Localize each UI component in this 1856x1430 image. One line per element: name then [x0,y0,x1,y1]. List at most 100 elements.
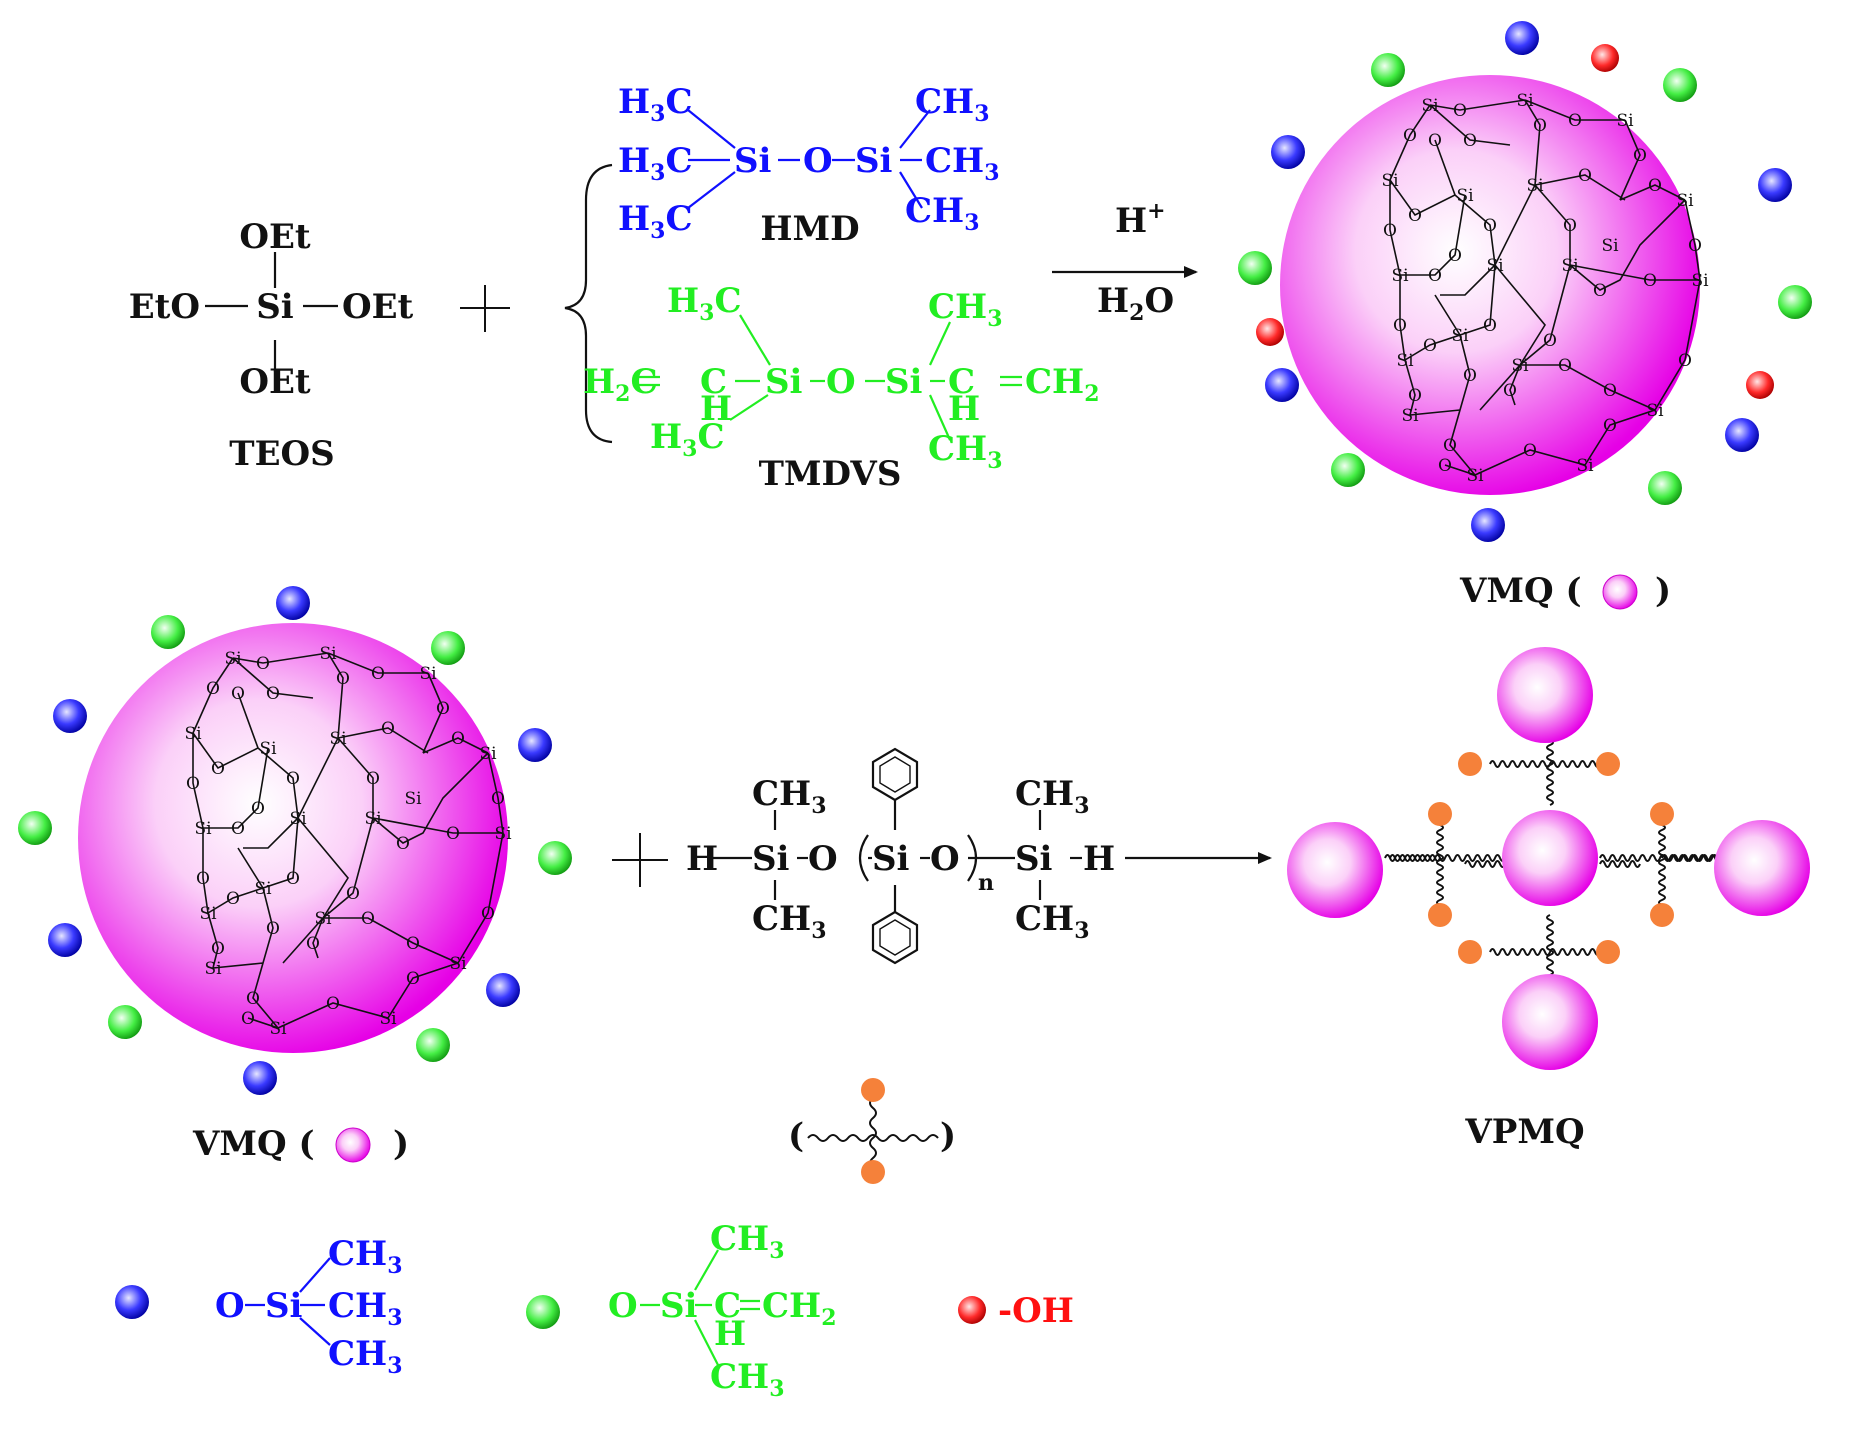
vpmq-node-7 [1650,903,1674,927]
legend-green-sub-2: 2 [821,1305,836,1331]
bottom-network-si-11: Si [199,904,217,924]
legend-green-c: C [714,1286,741,1326]
bottom-network-o-27: O [346,884,360,904]
bottom-network-o-12: O [451,729,465,749]
bottom-network-o-31: O [241,1009,255,1029]
hmd-ch-sub-3: 3 [964,210,979,236]
legend-green-h: H [714,1314,746,1354]
top-bead-vinyl-12 [1331,453,1365,487]
vmq-top-close: ) [1655,571,1671,611]
xl-si-left: Si [752,839,790,879]
legend-blue-ch-2: CH [328,1286,387,1326]
hmd-molecule: H3C H3C H3C Si O Si CH3 CH3 CH3 HMD [618,82,1000,249]
bottom-network-si-5: Si [329,729,347,749]
hmd-label: HMD [760,209,859,249]
vpmq-node-0 [1458,752,1482,776]
vmq-sphere-bottom [78,623,508,1053]
svg-text:CH2: CH2 [1025,362,1100,407]
bottom-network-si-18: Si [404,789,422,809]
bot-bead-methyl-4 [518,728,552,762]
top-network-o-19: O [1423,336,1437,356]
bot-bead-methyl-11 [243,1061,277,1095]
top-network-o-18: O [1393,316,1407,336]
vmq-top-label: VMQ ( [1459,571,1582,611]
hmd-sub-1: 3 [650,101,665,127]
bottom-network-o-13: O [491,789,505,809]
tmdvs-h2c-sub: 2 [615,381,630,407]
top-network-si-10: Si [1691,271,1709,291]
bottom-network-si-13: Si [314,909,332,929]
vpmq-linker-v-0 [1546,734,1554,806]
top-network-si-13: Si [1511,356,1529,376]
legend-trimethylsilyl: O Si CH3 CH3 CH3 [215,1234,403,1379]
curly-brace [564,163,613,444]
tmdvs-h3c-top-h: H [667,281,699,321]
tmdvs-h3c-top-sub: 3 [699,300,714,326]
xl-n: n [978,870,994,896]
tmdvs-c-left: C [700,362,727,402]
vpmq-node-1 [1596,752,1620,776]
bottom-network-o-26: O [481,904,495,924]
top-network-o-16: O [1383,221,1397,241]
svg-text:H3C: H3C [667,281,742,326]
top-network-o-8: O [1428,131,1442,151]
xl-ch3-tr: CH [1015,774,1074,814]
hmd-ch-sub-1: 3 [974,101,989,127]
vpmq-link-center-r [1599,860,1641,868]
bottom-network-o-5: O [266,684,280,704]
tmdvs-ch2-right: CH [1025,362,1084,402]
legend-blue-ch-1: CH [328,1234,387,1274]
top-network-o-14: O [1593,281,1607,301]
bottom-network-o-7: O [251,799,265,819]
top-network-o-10: O [1563,216,1577,236]
xl-o-right: O [930,839,960,879]
svg-text:CH3: CH3 [752,774,827,819]
legend-green-si: Si [660,1286,698,1326]
top-network-o-23: O [1443,436,1457,456]
top-network-o-12: O [1648,176,1662,196]
top-network-si-9: Si [1561,256,1579,276]
bottom-network-o-29: O [361,909,375,929]
tmdvs-h-right: H [948,389,980,429]
hmd-o: O [803,141,833,181]
tmdvs-c-right: C [948,362,975,402]
top-network-si-12: Si [1451,326,1469,346]
vpmq-node-6 [1650,802,1674,826]
xl-ch3-br-sub: 3 [1074,918,1089,944]
vpmq-node-4 [1428,802,1452,826]
crosslinker-symbol-legend: ( ) [788,1078,956,1184]
top-bead-hydroxyl-1 [1591,44,1619,72]
hmd-h-3: H [618,199,650,239]
tmdvs-ch3-bot-sub: 3 [987,448,1002,474]
top-network-si-1: Si [1516,91,1534,111]
tmdvs-ch3-top: CH [928,287,987,327]
xl-o-left: O [808,839,838,879]
catalyst-plus: + [1147,198,1165,224]
tmdvs-h2c-c: C [630,362,657,402]
bottom-network-si-14: Si [204,959,222,979]
bottom-network-o-25: O [406,969,420,989]
top-network-o-25: O [1603,416,1617,436]
legend-vinyl-bead [526,1295,560,1329]
teos-label: TEOS [229,434,334,474]
teos-oet-right: OEt [342,287,414,327]
top-bead-vinyl-6 [1238,251,1272,285]
vmq-legend-sphere-bottom [335,1127,371,1163]
top-network-si-11: Si [1396,351,1414,371]
legend-hydroxyl-bead [958,1296,986,1324]
hmd-sub-2: 3 [650,160,665,186]
top-network-si-14: Si [1401,406,1419,426]
top-network-o-26: O [1678,351,1692,371]
vpmq-sphere-1 [1287,822,1383,918]
bottom-network-o-20: O [286,869,300,889]
teos-eto-left: EtO [129,287,200,327]
xl-ch3-bl: CH [752,899,811,939]
top-network-o-5: O [1463,131,1477,151]
svg-text:CH3: CH3 [710,1219,785,1264]
crosslinker-molecule: H Si O Si O n Si H CH3 CH3 CH3 CH3 [686,747,1115,965]
svg-text:CH3: CH3 [752,899,827,944]
top-bead-vinyl-7 [1778,285,1812,319]
